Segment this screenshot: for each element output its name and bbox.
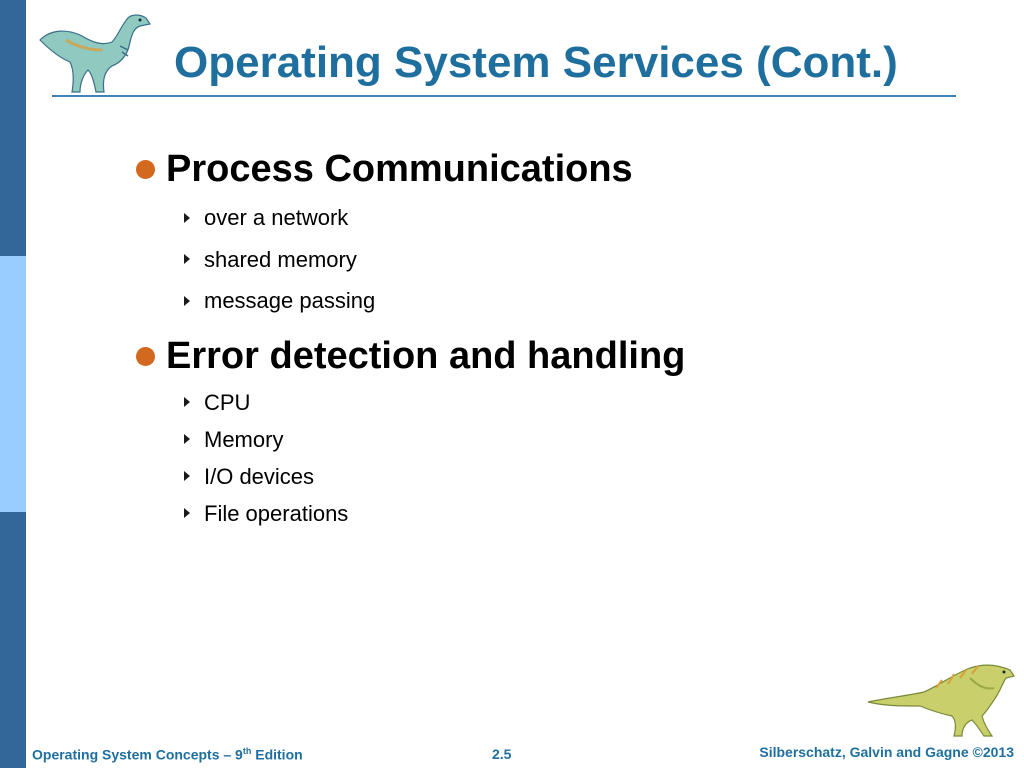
footer-copyright: Silberschatz, Galvin and Gagne ©2013 — [759, 744, 1014, 760]
list-item: shared memory — [136, 239, 996, 281]
footer-page-number: 2.5 — [492, 746, 512, 762]
triangle-bullet-icon — [184, 508, 190, 518]
list-item: CPU — [136, 384, 996, 421]
bullet-dot-icon — [136, 346, 155, 366]
sidebar-stripe-bottom — [0, 512, 26, 768]
sidebar-stripe-top — [0, 0, 26, 256]
bullet-heading: Process Communications — [166, 148, 633, 190]
slide-body: Process Communications over a network sh… — [136, 145, 996, 532]
list-item: message passing — [136, 280, 996, 322]
triangle-bullet-icon — [184, 434, 190, 444]
triangle-bullet-icon — [184, 212, 190, 223]
triangle-bullet-icon — [184, 471, 190, 481]
triangle-bullet-icon — [184, 295, 190, 306]
list-item: Memory — [136, 421, 996, 458]
list-item: I/O devices — [136, 458, 996, 495]
sub-list-error-detection: CPU Memory I/O devices File operations — [136, 384, 996, 532]
bullet-heading: Error detection and handling — [166, 334, 686, 377]
dinosaur-logo-icon — [39, 14, 151, 93]
triangle-bullet-icon — [184, 254, 190, 265]
bullet-error-detection: Error detection and handling — [136, 332, 996, 380]
list-item: File operations — [136, 495, 996, 532]
bullet-dot-icon — [136, 160, 155, 179]
title-underline — [52, 95, 956, 97]
triangle-bullet-icon — [184, 397, 190, 407]
sub-list-process-communications: over a network shared memory message pas… — [136, 197, 996, 322]
sidebar-stripe-middle — [0, 256, 26, 512]
bullet-process-communications: Process Communications — [136, 145, 996, 193]
list-item: over a network — [136, 197, 996, 239]
footer-book-title: Operating System Concepts – 9th Edition — [32, 746, 303, 763]
dinosaur-footer-icon — [867, 664, 1015, 737]
slide-title: Operating System Services (Cont.) — [174, 38, 898, 87]
